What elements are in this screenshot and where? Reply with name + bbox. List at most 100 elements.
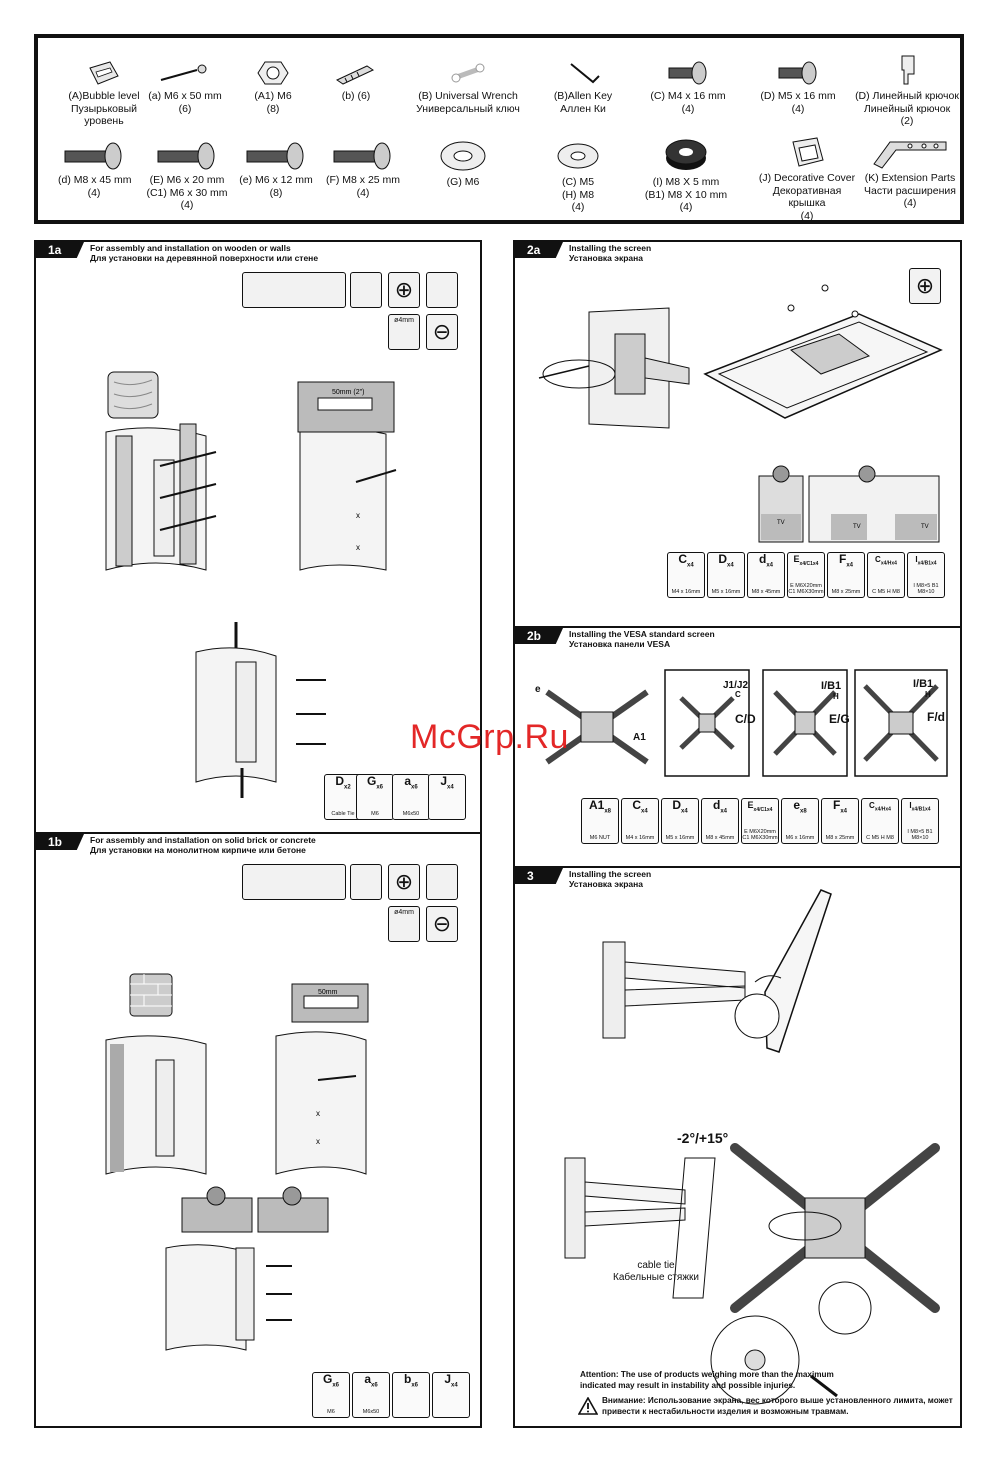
phillips-screwdriver-icon: ⊕	[388, 864, 420, 900]
attention-note: Attention: The use of products weighing …	[580, 1370, 834, 1390]
tilt-adjust-figure	[564, 1143, 940, 1405]
wood-wall-drilling-figure: 50mm (2") xx	[105, 371, 397, 571]
part-anchor: (b) (6)	[326, 58, 386, 103]
tape-measure-icon	[350, 864, 382, 900]
phillips-screwdriver-icon: ⊕	[909, 268, 941, 304]
watermark: McGrp.Ru	[410, 718, 569, 756]
label-c-d: C/D	[735, 712, 756, 726]
svg-text:TV: TV	[777, 520, 785, 526]
label-i-b1-b: I/B1	[913, 678, 934, 690]
svg-text:x: x	[316, 1109, 320, 1118]
tape-measure-icon	[350, 272, 382, 308]
section-badge: 1b	[36, 834, 84, 850]
section-1b: 1b For assembly and installation on soli…	[36, 834, 480, 1426]
vesa-tv-option-3	[854, 669, 948, 777]
flat-screwdriver-icon: ⊖	[426, 906, 458, 942]
drill-icon	[426, 864, 458, 900]
section-title: For assembly and installation on solid b…	[90, 835, 316, 855]
hardware-j: Jx4	[428, 774, 466, 820]
part-c-m4x16: (C) M4 x 16 mm(4)	[643, 58, 733, 115]
tilt-range-label: -2°/+15°	[677, 1130, 729, 1146]
label-a1: A1	[633, 732, 646, 743]
bubble-level-icon	[89, 61, 119, 85]
label-h-a: H	[833, 692, 839, 701]
cover-icon	[792, 137, 824, 167]
svg-text:x: x	[316, 1137, 320, 1146]
wall-anchor-icon	[335, 65, 375, 85]
level-tool-icon	[242, 272, 346, 308]
wood-wall-mounting-figure	[195, 622, 326, 798]
part-m6x50: (a) M6 x 50 mm(6)	[148, 58, 222, 115]
extension-bar-icon	[873, 141, 947, 169]
part-e-m6x12: (e) M6 x 12 mm(8)	[238, 140, 314, 199]
pencil-icon	[426, 272, 458, 308]
section-title: For assembly and installation on wooden …	[90, 243, 319, 263]
section-badge: 2b	[515, 628, 563, 644]
part-g-washer: (G) M6	[428, 138, 498, 189]
spacer-icon	[665, 139, 707, 170]
svg-text:x: x	[356, 511, 360, 520]
bolt-icon	[778, 61, 817, 85]
vesa-tv-option-1	[664, 669, 750, 777]
svg-text:TV: TV	[853, 524, 861, 530]
left-panel: 1a For assembly and installation on wood…	[34, 240, 482, 1428]
flat-washer-icon	[440, 141, 486, 171]
section-divider	[36, 832, 480, 834]
hardware-b: bx6	[392, 1372, 430, 1418]
brick-wall-drilling-figure: 50mm xx	[105, 973, 369, 1175]
vesa-bracket-figure	[545, 689, 649, 765]
part-f-m8x25: (F) M8 x 25 mm(4)	[318, 140, 408, 199]
label-i-b1-a: I/B1	[821, 680, 842, 692]
hook-icon	[901, 55, 915, 85]
part-d-m5x16: (D) M5 x 16 mm(4)	[753, 58, 843, 115]
bolt-long-icon	[64, 142, 122, 170]
brick-wall-mounting-figure	[165, 1186, 329, 1351]
hex-nut-icon	[257, 61, 289, 85]
screw-long-icon	[160, 64, 207, 81]
part-i-spacer: (I) M8 X 5 mm(B1) M8 X 10 mm(4)	[638, 138, 734, 214]
label-e-g: E/G	[829, 712, 850, 726]
part-a1-nut: (A1) M6(8)	[243, 58, 303, 115]
svg-text:50mm (2"): 50mm (2")	[332, 389, 364, 396]
bolt-icon	[668, 61, 707, 85]
label-c: C	[735, 690, 741, 699]
bolt-long-icon	[157, 142, 215, 170]
hang-screen-figure	[602, 889, 832, 1053]
bracket-on-tv-figure	[538, 284, 943, 429]
warning-triangle-icon	[578, 1397, 598, 1415]
section-badge: 2a	[515, 242, 563, 258]
drill-bit-icon: ø4mm	[388, 314, 420, 350]
section-badge: 1a	[36, 242, 84, 258]
part-e-m6x20: (E) M6 x 20 mm(C1) M6 x 30 mm(4)	[142, 140, 232, 212]
washer-icon	[557, 143, 599, 169]
label-h-b: H	[925, 690, 931, 699]
